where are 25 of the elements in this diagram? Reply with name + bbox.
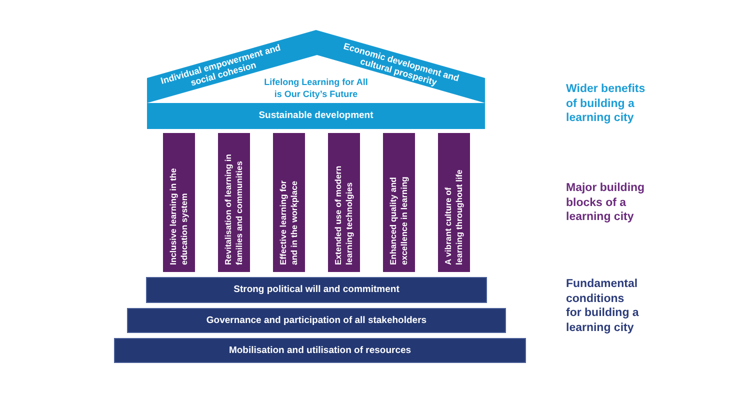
pillar [163, 133, 195, 272]
pillar [273, 133, 305, 272]
stair-step [127, 308, 506, 333]
pillar-label: Inclusive learning in the education system [168, 167, 190, 265]
tier-label: Major building blocks of a learning city [566, 181, 646, 224]
pillar-label: Revitalisation of learning in families and communities [223, 153, 245, 265]
pillar [328, 133, 360, 272]
tier-label: Fundamental conditions for building a learning city [566, 277, 640, 335]
stair-step [114, 338, 526, 363]
pillar [438, 133, 470, 272]
step-label: Mobilisation and utilisation of resources [228, 344, 412, 356]
roof-pediment [147, 30, 485, 103]
pillar [383, 133, 415, 272]
beam-label: Sustainable development [258, 110, 374, 122]
beam-bar [147, 103, 485, 129]
pillar-label: A vibrant culture of learning throughout life [443, 168, 465, 265]
pillar-label: Effective learning for and in the workplace [278, 179, 300, 265]
step-label: Strong political will and commitment [234, 284, 400, 296]
pillar-label: Extended use of modern learning technolgies [333, 164, 355, 265]
step-label: Governance and participation of all stakeholders [206, 314, 427, 326]
pillar-label: Enhanced quality and excellence in learning [388, 176, 410, 265]
stair-step [146, 277, 487, 303]
tier-label: Wider benefits of building a learning city [566, 82, 646, 126]
motto-label: Lifelong Learning for All is Our City’s Future [263, 76, 369, 100]
pillar [218, 133, 250, 272]
